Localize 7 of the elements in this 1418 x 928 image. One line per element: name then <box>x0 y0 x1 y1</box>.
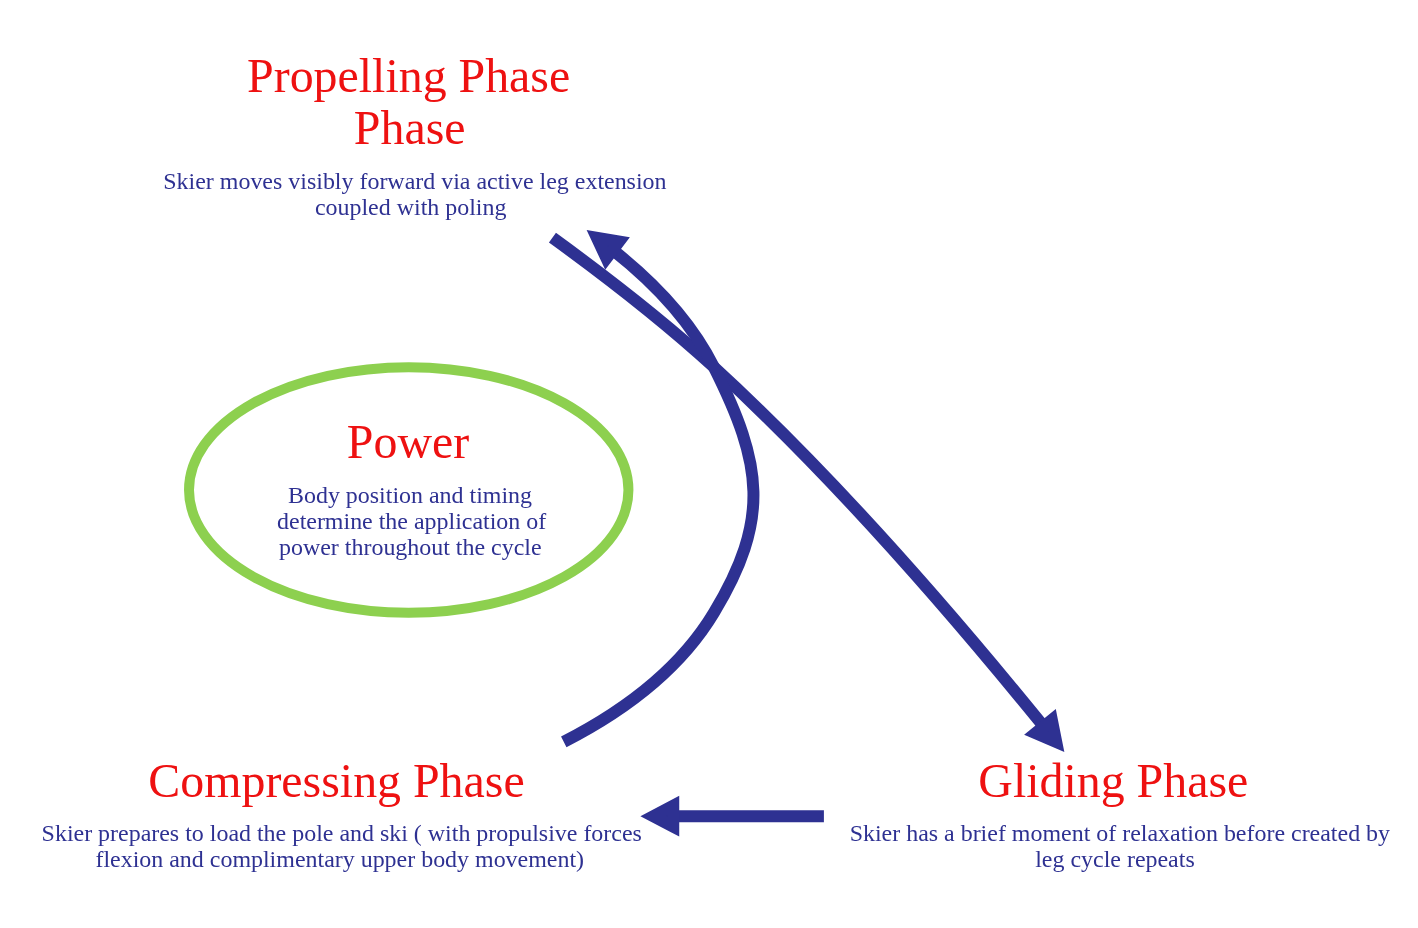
node-text: Gliding Phase Skier has a brief moment of relaxation before created by leg cycle repeats <box>849 753 1391 873</box>
node-ellipse: Power Body position and timing determine the application of power throughout the cycle <box>184 362 634 618</box>
node-text: Propelling Phase Phase Skier moves visibly forward via active leg extension coupled with poling <box>163 49 667 220</box>
arrow <box>640 795 824 837</box>
arrow <box>560 230 760 748</box>
arrow <box>548 232 1065 753</box>
node-text: Compressing Phase Skier prepares to load the pole and ski ( with propulsive forces flexion and complimentary upper body movement) <box>41 753 642 873</box>
